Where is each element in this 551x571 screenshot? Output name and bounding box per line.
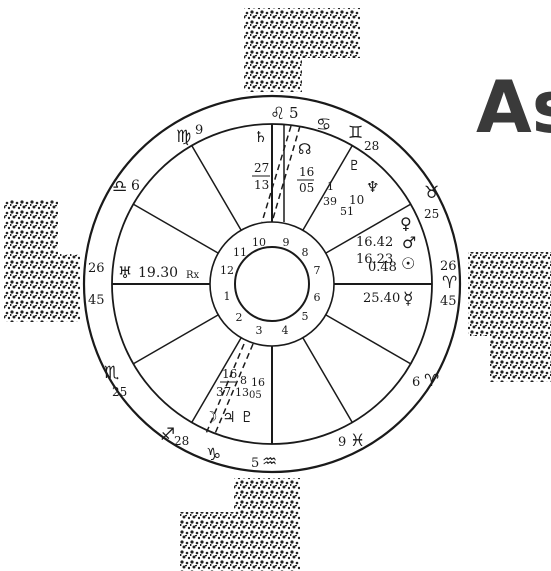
- house-number: 1: [224, 290, 231, 303]
- sagittarius-glyph: ♐: [160, 425, 175, 445]
- uranus-position: 19.30: [138, 265, 178, 281]
- venus-glyph: ♀: [400, 214, 412, 233]
- house-number: 7: [314, 264, 321, 277]
- jupiter-minutes: 13: [235, 386, 249, 399]
- neptune-minutes: 39: [323, 195, 337, 208]
- house-number: 2: [236, 311, 243, 324]
- sagittarius-degree: 28: [174, 434, 189, 448]
- house-number: 11: [233, 246, 247, 259]
- stipple-block-right: [468, 252, 551, 382]
- gemini-glyph: ♊: [348, 123, 363, 143]
- pluto-conj-glyph: ♇: [348, 158, 361, 174]
- uranus-glyph: ♅: [118, 263, 132, 282]
- pluto-minutes: 51: [340, 205, 354, 218]
- aries-sixth-degree: 6: [412, 375, 420, 390]
- saturn-minutes: 13: [254, 178, 269, 192]
- mercury-glyph: ☿: [403, 289, 413, 309]
- stipple-block-top: [244, 8, 360, 92]
- cancer-glyph: ♋: [316, 115, 331, 135]
- house-number: 12: [220, 264, 234, 277]
- libra-glyph: ♎: [112, 177, 127, 197]
- virgo-glyph: ♍: [176, 127, 191, 147]
- aquarius-glyph: ♒: [262, 452, 277, 472]
- gemini-degree: 28: [364, 139, 379, 153]
- mercury-degree: 25.40: [363, 291, 400, 306]
- saturn-glyph: ♄: [254, 128, 267, 146]
- aquarius-degree: 5: [251, 456, 259, 471]
- north-node-glyph: ☊: [298, 140, 311, 158]
- south-node-minutes: 05: [249, 390, 262, 401]
- libra-degree: 6: [131, 178, 140, 194]
- asc-minutes: 45: [88, 293, 105, 308]
- leo-glyph: ♌: [270, 104, 285, 124]
- aries-minutes: 45: [440, 294, 457, 309]
- mars-glyph: ♂: [402, 233, 416, 252]
- pisces-glyph: ♓: [350, 431, 365, 451]
- capricorn-glyph: ♑: [206, 445, 221, 465]
- house-number: 9: [283, 236, 290, 249]
- stipple-block-left: [4, 200, 80, 322]
- south-node-degree: 16: [251, 376, 265, 389]
- moon-minutes: 37: [216, 385, 231, 399]
- saturn-degree: 27: [254, 161, 269, 175]
- sun-glyph: ☉: [401, 254, 415, 273]
- sun-degree: 0.48: [368, 260, 397, 275]
- scorpio-glyph: ♏: [104, 363, 119, 383]
- taurus-degree: 25: [424, 207, 439, 221]
- house-number: 10: [252, 236, 266, 249]
- house-number: 5: [302, 310, 309, 323]
- scorpio-degree: 25: [112, 385, 127, 399]
- neptune-degree: 1: [327, 180, 334, 193]
- taurus-glyph: ♉: [424, 183, 439, 203]
- house-number: 3: [256, 324, 263, 337]
- moon-degree: 16: [222, 367, 237, 381]
- venus-degree: 16.42: [356, 235, 393, 250]
- north-node-minutes: 05: [299, 181, 314, 195]
- page-heading: As: [476, 65, 551, 149]
- aries-degree: 26: [440, 259, 457, 274]
- moon-jupiter-pluto-glyphs: ☽ ♃ ♇: [204, 408, 254, 426]
- aries-sixth-glyph: ♈: [424, 371, 439, 391]
- pisces-degree: 9: [338, 435, 346, 450]
- house-number: 6: [314, 291, 321, 304]
- house-number: 8: [302, 246, 309, 259]
- house-number: 4: [282, 324, 289, 337]
- neptune-glyph: ♆: [366, 178, 379, 196]
- north-node-degree: 16: [299, 165, 314, 179]
- asc-degree: 26: [88, 261, 105, 276]
- stipple-block-bottom: [180, 478, 300, 571]
- leo-degree: 5: [289, 104, 299, 122]
- uranus-retro: Rx: [186, 270, 200, 281]
- aries-glyph: ♈: [442, 273, 457, 293]
- virgo-degree: 9: [195, 123, 203, 138]
